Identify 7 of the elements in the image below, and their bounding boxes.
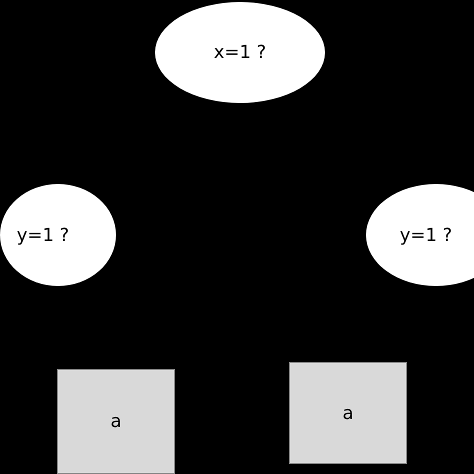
condition-text: y=1 ? — [400, 224, 452, 246]
leaf-box — [289, 362, 407, 464]
leaf-box — [57, 369, 175, 474]
condition-text: x=1 ? — [214, 42, 266, 63]
leaf-label: a — [110, 411, 122, 432]
leaf-label: a — [342, 402, 354, 424]
condition-text: y=1 ? — [16, 224, 70, 246]
